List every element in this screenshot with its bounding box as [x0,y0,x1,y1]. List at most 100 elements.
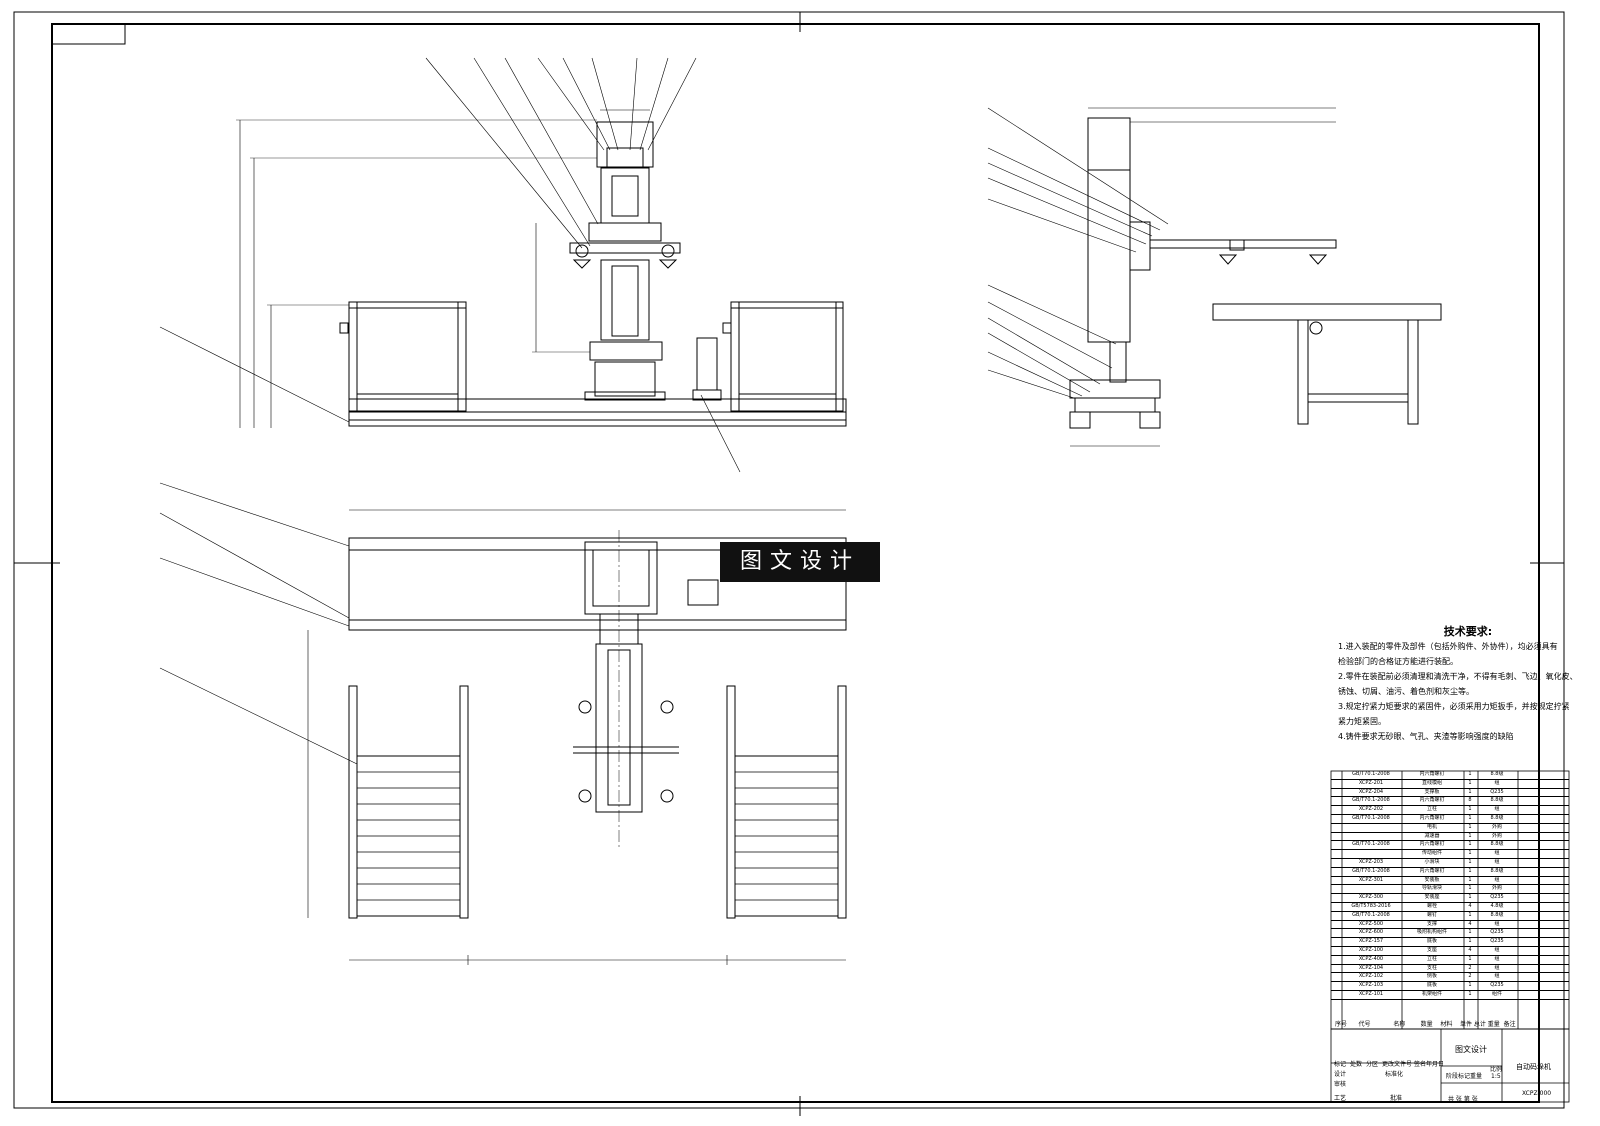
bom-cell: 支撑 [1426,920,1437,927]
bom-cell: 组 [1494,964,1500,971]
bom-cell: 1 [1468,814,1472,821]
title-label-sign: 签名 [1414,1061,1427,1068]
bom-cell [1331,797,1341,805]
title-scale: 1:5 [1491,1073,1501,1080]
front-view [159,57,847,473]
bom-cell: 底板 [1426,982,1437,989]
requirement-line: 3.规定拧紧力矩要求的紧固件，必须采用力矩扳手，并按规定拧紧 [1338,702,1570,711]
bom-cell [1517,956,1569,964]
bom-cell: 螺钉 [1426,911,1437,918]
bom-cell [1517,868,1569,876]
bom-cell: 底板 [1426,938,1437,945]
outer-border [13,11,1565,1109]
bom-cell: 组 [1494,858,1500,865]
bom-cell: 4 [1468,920,1472,927]
bom-cell [1331,894,1341,902]
bom-cell [1331,877,1341,885]
bom-cell: 组 [1494,806,1500,813]
bom-cell: 8.8级 [1490,814,1504,821]
bom-cell: 支撑板 [1424,788,1440,795]
bom-cell [1517,797,1569,805]
bom-cell: XCPZ-301 [1358,876,1384,883]
bom-cell: 支柱 [1426,964,1437,971]
bom-cell: Q235 [1490,894,1504,901]
requirement-line: 紧力矩紧固。 [1338,717,1386,726]
title-label-date: 年月日 [1426,1061,1445,1068]
bom-cell: Q235 [1490,938,1504,945]
bom-cell: XCPZ-202 [1358,806,1384,813]
title-drawing-name: 自动码垛机 [1516,1063,1551,1071]
bom-cell [1517,780,1569,788]
bom-cell: 立柱 [1426,955,1437,962]
bom-cell: XCPZ-100 [1358,946,1384,953]
bom-cell: 8.8级 [1490,911,1504,918]
bom-cell [1517,877,1569,885]
bom-cell [1331,841,1341,849]
title-label-weight: 重量 [1470,1073,1483,1080]
bom-cell [1331,859,1341,867]
requirement-line: 锈蚀、切屑、油污、着色剂和灰尘等。 [1338,687,1474,696]
bom-header-material: 材料 [1440,1021,1453,1028]
bom-cell: 1 [1468,788,1472,795]
bom-cell: XCPZ-500 [1358,920,1384,927]
title-label-change: 更改文件号 [1382,1061,1413,1068]
bom-cell [1331,806,1341,814]
bom-cell: 外购 [1491,832,1502,839]
bom-cell [1517,850,1569,858]
bom-cell [1331,824,1341,832]
bom-cell: 1 [1468,876,1472,883]
bom-cell: XCPZ-600 [1358,929,1384,936]
bom-cell [1517,841,1569,849]
title-block-frame [1330,1028,1570,1103]
bom-cell: 1 [1468,858,1472,865]
bom-cell: XCPZ-300 [1358,894,1384,901]
bom-cell: 组 [1494,850,1500,857]
bom-cell: GB/T5783-2016 [1351,902,1391,909]
bom-cell: 组 [1494,955,1500,962]
bom-cell: 组 [1494,779,1500,786]
bom-cell: 1 [1468,832,1472,839]
bom-header-qty: 数量 [1420,1021,1433,1028]
bom-cell: 1 [1468,867,1472,874]
bom-cell: 1 [1468,885,1472,892]
bom-cell [1331,850,1341,858]
bom-cell: 1 [1468,850,1472,857]
bom-cell: 安装座 [1424,894,1440,901]
bom-cell [1331,938,1341,946]
title-label-standard: 标准化 [1385,1071,1404,1078]
bom-header-name: 名称 [1393,1021,1406,1028]
title-label-review: 审核 [1334,1081,1347,1088]
bom-cell: 8.8级 [1490,841,1504,848]
bom-cell: 减速器 [1424,832,1440,839]
bom-cell: 小滑块 [1424,858,1440,865]
bom-header-no: 序号 [1335,1021,1348,1028]
corner-box [51,23,126,45]
bom-cell: 8.8级 [1490,867,1504,874]
bom-row: 减速器 1 外购 [1331,833,1569,842]
bom-cell: 8.8级 [1490,797,1504,804]
bom-cell [1517,938,1569,946]
bom-cell [1341,824,1401,832]
bom-header-weight: 单件 总计 重量 [1459,1021,1500,1028]
bom-cell: 2 [1468,964,1472,971]
bom-cell: 1 [1468,806,1472,813]
bom-cell [1341,833,1401,841]
title-drawing-no: XCPZ-000 [1522,1090,1552,1097]
bom-cell [1331,780,1341,788]
bom-cell: 内六角螺钉 [1419,771,1445,777]
bom-cell [1331,903,1341,911]
bom-header: 序号 代号 名称 数量 材料 单件 总计 重量 备注 [1335,1019,1516,1028]
bom-cell [1331,982,1341,990]
bom-cell [1331,912,1341,920]
bom-cell [1341,850,1401,858]
